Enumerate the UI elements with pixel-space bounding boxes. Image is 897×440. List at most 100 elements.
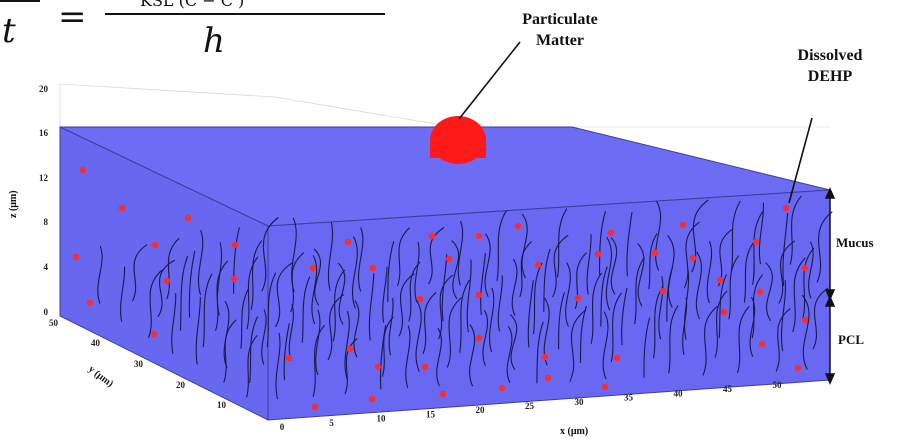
dehp-dot — [184, 214, 192, 222]
cilium — [233, 227, 240, 294]
equation-numerator-fragment: KSL (C − C ) — [140, 0, 244, 10]
z-tick-label: 12 — [39, 173, 49, 183]
particulate-leader-line — [458, 41, 521, 120]
dehp-dot — [475, 334, 483, 342]
cilium — [808, 241, 814, 299]
dehp-dot — [801, 264, 809, 272]
cilium — [422, 292, 437, 355]
cilium — [758, 202, 764, 265]
cilium — [97, 245, 103, 304]
cilium — [381, 316, 394, 377]
cilium — [246, 256, 259, 330]
z-tick-label: 0 — [44, 307, 49, 317]
cilium — [600, 266, 608, 327]
cilium — [496, 210, 507, 281]
cilium — [626, 212, 633, 277]
cilium — [751, 274, 764, 339]
equation-denominator: h — [203, 21, 225, 61]
cilium — [202, 273, 213, 348]
dehp-dot — [72, 253, 80, 261]
dehp-dot — [801, 316, 809, 324]
cilium — [521, 213, 528, 279]
cilium — [405, 325, 411, 389]
dehp-dot — [346, 345, 354, 353]
cilium — [752, 211, 764, 285]
dehp-dots — [72, 166, 809, 411]
dehp-leader-line — [788, 117, 813, 204]
cilium — [466, 259, 472, 333]
cilium — [780, 280, 787, 352]
cilium — [147, 269, 163, 339]
dehp-dot — [498, 384, 506, 392]
cilium — [414, 242, 420, 303]
x-tick-label: 25 — [525, 401, 535, 411]
cilium — [249, 316, 259, 384]
dehp-dot — [534, 261, 542, 269]
dehp-dot — [782, 204, 790, 212]
cilium — [706, 240, 713, 304]
cilium — [344, 311, 350, 379]
x-tick-label: 10 — [377, 414, 387, 424]
cilium — [482, 310, 489, 366]
dehp-dot — [439, 390, 447, 398]
x-tick-label: 30 — [575, 397, 585, 407]
dehp-dot — [231, 241, 239, 249]
cilium — [775, 308, 791, 372]
x-tick-label: 35 — [624, 393, 634, 403]
cilium — [484, 233, 491, 297]
cilium — [749, 296, 756, 357]
dehp-dot — [309, 264, 317, 272]
dehp-dot — [752, 238, 760, 246]
cilium — [357, 227, 364, 292]
cilium — [166, 237, 180, 300]
z-tick-label: 20 — [39, 84, 49, 94]
cilium — [388, 297, 394, 356]
dehp-dot — [118, 204, 126, 212]
dehp-dot — [574, 294, 582, 302]
dehp-dot — [79, 166, 87, 174]
equation: t = KSL (C − C ) h — [0, 0, 385, 61]
cilium — [437, 274, 454, 340]
cilium — [655, 200, 661, 272]
dehp-dot — [285, 354, 293, 362]
cilium — [332, 269, 346, 342]
cilium — [702, 305, 718, 376]
cilium — [382, 266, 388, 323]
cilium — [610, 292, 623, 362]
y-tick-label: 20 — [176, 380, 186, 390]
cilium — [301, 276, 311, 343]
cilium — [666, 266, 674, 322]
z-tick-label: 16 — [39, 128, 49, 138]
particulate-matter-base — [430, 140, 486, 158]
cilium — [532, 262, 543, 335]
dehp-dot — [607, 229, 615, 237]
cilium — [682, 297, 688, 356]
dehp-dot — [601, 383, 609, 391]
cilium — [415, 299, 422, 372]
cilium — [469, 324, 476, 387]
cilium — [569, 309, 587, 382]
cilium — [736, 306, 750, 374]
cilium — [246, 334, 258, 398]
dehp-dot — [445, 255, 453, 263]
cilium — [312, 324, 326, 398]
cilium — [250, 240, 263, 310]
cilium — [396, 227, 410, 286]
particulate-label-line2: Matter — [536, 32, 584, 49]
cilium — [313, 248, 322, 306]
dehp-dot — [150, 330, 158, 338]
cilium — [714, 290, 728, 358]
cilium — [637, 243, 645, 307]
cilium — [683, 221, 700, 288]
cilium — [556, 208, 568, 278]
cilium — [718, 274, 727, 339]
dissolved-label-line1: Dissolved — [798, 47, 863, 64]
cilium — [511, 258, 518, 316]
cilium — [353, 300, 360, 358]
dehp-dot — [428, 232, 436, 240]
cilium — [311, 255, 318, 325]
dehp-dot — [758, 340, 766, 348]
cilium — [157, 259, 176, 318]
